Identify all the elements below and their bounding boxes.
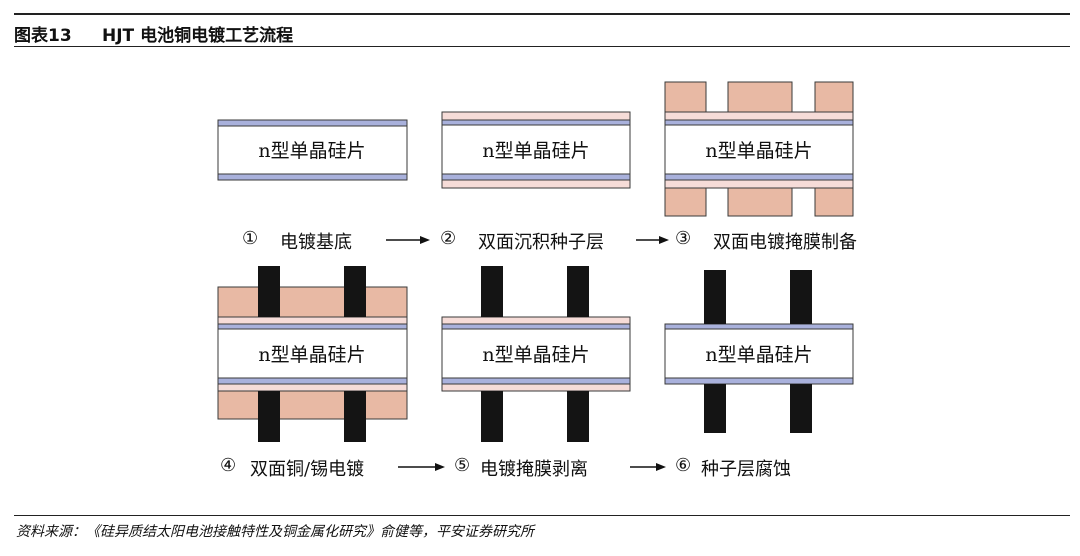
flow-arrow [398, 463, 445, 471]
plating-mask-bottom [664, 187, 707, 217]
copper-finger-top [790, 270, 812, 324]
tco-layer-bottom [217, 377, 408, 385]
panel-4-copper-tin-plating: n型单晶硅片 [217, 266, 408, 442]
footer-divider [14, 515, 1070, 516]
tco-layer-bottom [441, 173, 631, 181]
source-note: 资料来源：《硅异质结太阳电池接触特性及铜金属化研究》俞健等，平安证券研究所 [16, 524, 534, 540]
silicon-wafer [217, 124, 408, 176]
wafer-label: n型单晶硅片 [258, 344, 365, 366]
process-diagram: n型单晶硅片 n型单晶硅片 n型单晶硅片 n型 [217, 81, 854, 471]
panel-2-seed-layer: n型单晶硅片 [441, 111, 631, 189]
flow-arrow [636, 236, 669, 244]
wafer-label: n型单晶硅片 [705, 140, 812, 162]
silicon-wafer [441, 124, 631, 176]
seed-layer-bottom [664, 179, 854, 189]
panel-1-plating-substrate: n型单晶硅片 [217, 119, 408, 181]
seed-layer-top [441, 111, 631, 121]
step-5-name: 电镀掩膜剥离 [480, 459, 588, 480]
step-3-name: 双面电镀掩膜制备 [713, 232, 857, 253]
copper-finger-bottom [704, 384, 726, 433]
plating-mask-top [217, 286, 408, 318]
seed-layer-bottom [441, 383, 631, 392]
step-4-number: ④ [220, 455, 237, 476]
step-5-number: ⑤ [454, 455, 471, 476]
silicon-wafer [441, 328, 631, 380]
panel-5-mask-stripping: n型单晶硅片 [441, 266, 631, 442]
seed-layer-top [217, 316, 408, 325]
plating-mask-bottom [727, 187, 793, 217]
silicon-wafer [664, 328, 854, 380]
seed-layer-bottom [441, 179, 631, 189]
figure-number: 图表13 [14, 26, 72, 46]
seed-layer-top [664, 111, 854, 121]
copper-finger-bottom [481, 391, 503, 442]
step-6-name: 种子层腐蚀 [701, 459, 791, 480]
copper-finger-bottom [567, 391, 589, 442]
figure-header: 图表13 HJT 电池铜电镀工艺流程 [14, 13, 1070, 47]
copper-finger-top [481, 266, 503, 317]
plating-mask-bottom [814, 187, 854, 217]
wafer-label: n型单晶硅片 [705, 344, 812, 366]
tco-layer-bottom [441, 377, 631, 385]
step-4-name: 双面铜/锡电镀 [250, 459, 365, 480]
plating-mask-top [814, 81, 854, 113]
copper-finger-bottom [258, 391, 280, 442]
step-2-name: 双面沉积种子层 [478, 232, 604, 253]
step-1-name: 电镀基底 [280, 232, 352, 253]
wafer-label: n型单晶硅片 [258, 140, 365, 162]
tco-layer-bottom [664, 173, 854, 181]
tco-layer-bottom [664, 377, 854, 385]
flow-arrow [386, 236, 430, 244]
copper-finger-top [567, 266, 589, 317]
wafer-label: n型单晶硅片 [482, 140, 589, 162]
flow-arrow [630, 463, 666, 471]
step-1-number: ① [242, 228, 259, 249]
step-3-number: ③ [675, 228, 692, 249]
step-6-number: ⑥ [675, 455, 692, 476]
figure-title: HJT 电池铜电镀工艺流程 [102, 26, 294, 46]
tco-layer-bottom [217, 173, 408, 181]
panel-6-seed-etching: n型单晶硅片 [664, 270, 854, 433]
copper-finger-top [258, 266, 280, 317]
plating-mask-top [727, 81, 793, 113]
seed-layer-top [441, 316, 631, 325]
panel-3-plating-mask: n型单晶硅片 [664, 81, 854, 217]
wafer-label: n型单晶硅片 [482, 344, 589, 366]
copper-finger-bottom [344, 391, 366, 442]
plating-mask-top [664, 81, 707, 113]
step-2-number: ② [440, 228, 457, 249]
copper-finger-top [344, 266, 366, 317]
copper-finger-top [704, 270, 726, 324]
copper-finger-bottom [790, 384, 812, 433]
seed-layer-bottom [217, 383, 408, 392]
plating-mask-bottom [217, 390, 408, 420]
tco-layer-top [217, 119, 408, 127]
